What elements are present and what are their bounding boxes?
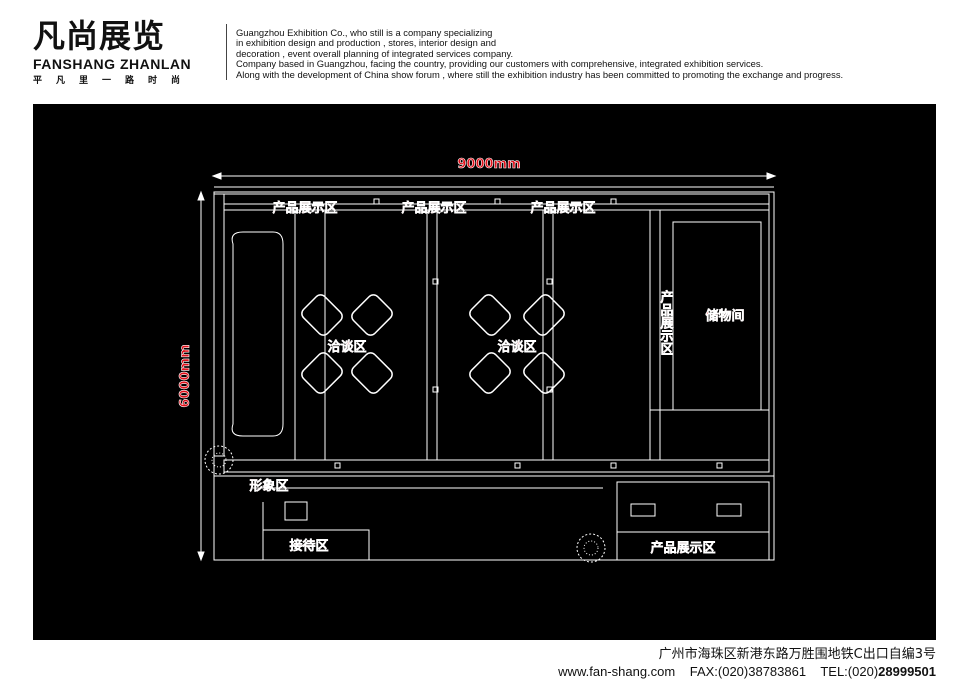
- arrow-right-icon: [766, 172, 777, 180]
- spotlight-icon: [334, 462, 341, 469]
- intro-line: Along with the development of China show…: [236, 68, 844, 80]
- spotlight-icon: [494, 198, 501, 205]
- booth-floor-plan: 9000mm 6000mm 产品展示区 产品展示区 产品展示区 洽谈区 洽谈区 …: [33, 104, 936, 640]
- zone-label-display: 产品展示区: [530, 200, 595, 216]
- intro-line: decoration , event overall planning of i…: [236, 47, 514, 59]
- tel-prefix: TEL:(020): [820, 664, 879, 679]
- intro-line: in exhibition design and production , st…: [236, 37, 497, 49]
- arrow-down-icon: [197, 551, 205, 562]
- chair-icon: [469, 352, 511, 394]
- plant-icon: [204, 445, 234, 475]
- zone-label-display-vertical: 产品展示区: [658, 289, 674, 356]
- arrow-up-icon: [197, 190, 205, 201]
- fax-number: FAX:(020)38783861: [689, 664, 807, 679]
- footer-contact: www.fan-shang.com FAX:(020)38783861 TEL:…: [558, 663, 936, 680]
- header-divider: [226, 24, 227, 80]
- spotlight-icon: [610, 198, 617, 205]
- chair-icon: [301, 352, 343, 394]
- image-wall-panel: [231, 231, 284, 437]
- left-wall: [213, 193, 225, 457]
- meeting-chairs-1: [301, 294, 393, 394]
- zone-label-display: 产品展示区: [650, 540, 715, 556]
- meeting-chairs-2: [469, 294, 565, 394]
- zone-label-meeting: 洽谈区: [327, 339, 366, 355]
- cabinet-drawer: [630, 503, 656, 517]
- chair-icon: [523, 294, 565, 336]
- intro-line: Company based in Guangzhou, facing the c…: [236, 58, 764, 70]
- spotlight-icon: [610, 462, 617, 469]
- width-label: 9000mm: [457, 157, 520, 172]
- company-intro: Guangzhou Exhibition Co., who still is a…: [236, 27, 844, 80]
- footer: 广州市海珠区新港东路万胜围地铁C出口自编3号 www.fan-shang.com…: [558, 646, 936, 680]
- website-link[interactable]: www.fan-shang.com: [558, 664, 676, 679]
- spotlight-icon: [716, 462, 723, 469]
- reception-stool: [284, 501, 308, 521]
- chair-icon: [469, 294, 511, 336]
- plant-icon: [576, 533, 606, 563]
- bottom-band: [223, 459, 770, 473]
- spotlight-icon: [514, 462, 521, 469]
- bottom-display-cabinet: [616, 481, 770, 561]
- cabinet-drawer: [716, 503, 742, 517]
- plan-background: [33, 104, 936, 640]
- zone-label-reception: 接待区: [289, 538, 328, 554]
- spotlight-icon: [432, 278, 439, 285]
- reception-counter: [262, 502, 370, 560]
- logo-chinese: 凡尚展览: [33, 17, 166, 55]
- chair-icon: [523, 352, 565, 394]
- spotlight-icon: [373, 198, 380, 205]
- spotlight-icon: [546, 278, 553, 285]
- height-label: 6000mm: [178, 344, 193, 407]
- intro-line: Guangzhou Exhibition Co., who still is a…: [236, 27, 493, 38]
- tel-number: 28999501: [878, 664, 936, 679]
- spotlights: [334, 198, 723, 469]
- header: 凡尚展览 FANSHANG ZHANLAN 平凡里一路时尚 Guangzhou …: [0, 0, 969, 100]
- logo-slogan: 平凡里一路时尚: [33, 76, 195, 86]
- arrow-left-icon: [211, 172, 222, 180]
- zone-label-storage: 储物间: [704, 308, 744, 324]
- zone-label-meeting: 洽谈区: [497, 339, 536, 355]
- chair-icon: [351, 352, 393, 394]
- zone-label-image: 形象区: [249, 478, 288, 494]
- footer-address: 广州市海珠区新港东路万胜围地铁C出口自编3号: [658, 647, 936, 662]
- zone-label-display: 产品展示区: [401, 200, 466, 216]
- top-display-shelf: [223, 193, 770, 211]
- spotlight-icon: [432, 386, 439, 393]
- zone-label-display: 产品展示区: [272, 200, 337, 216]
- chair-icon: [301, 294, 343, 336]
- chair-icon: [351, 294, 393, 336]
- company-logo[interactable]: 凡尚展览 FANSHANG ZHANLAN 平凡里一路时尚: [33, 18, 213, 86]
- logo-english: FANSHANG ZHANLAN: [33, 56, 192, 72]
